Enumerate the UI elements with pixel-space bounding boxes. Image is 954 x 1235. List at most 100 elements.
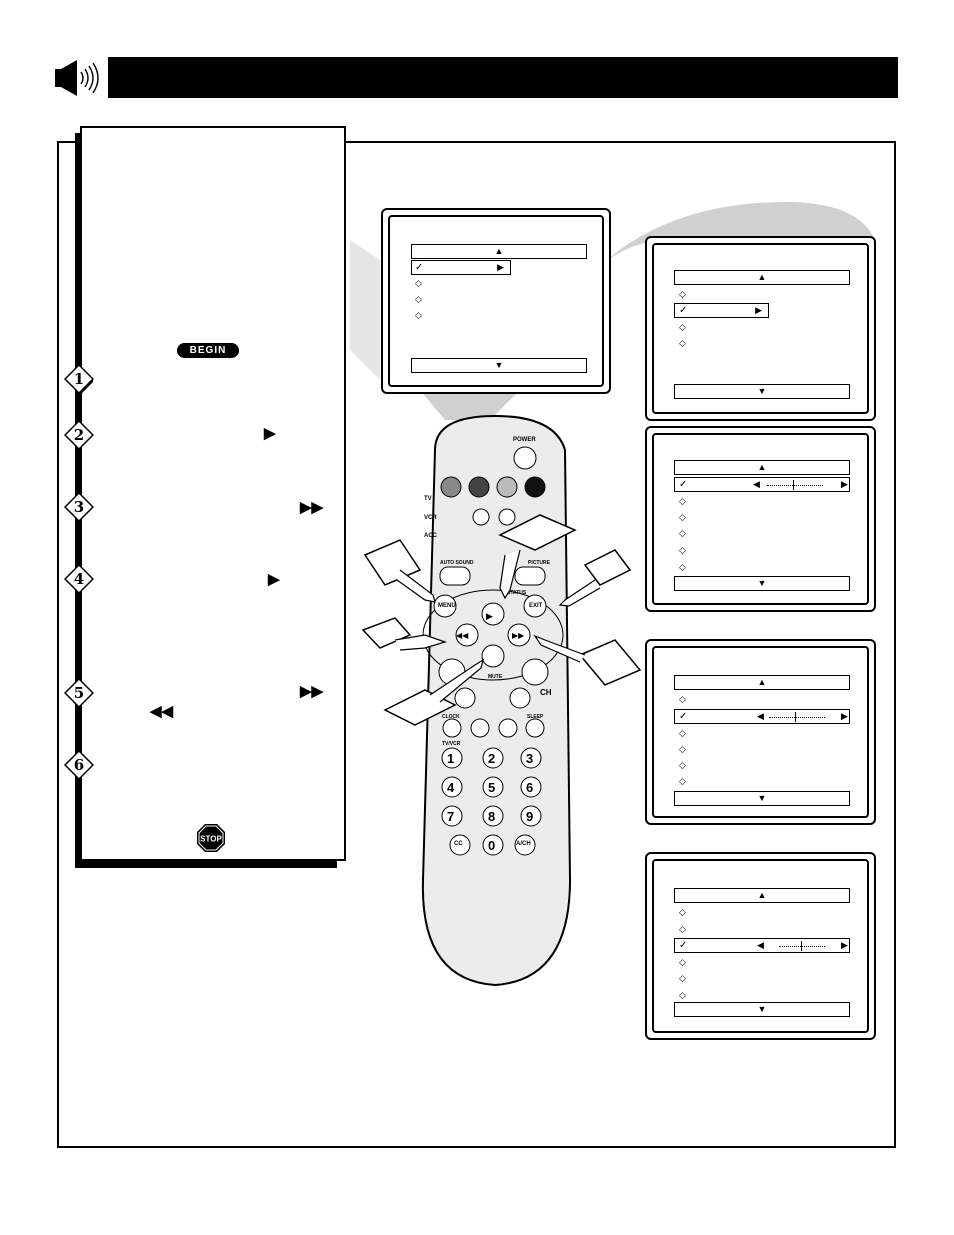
key-0[interactable]: 0 [488, 838, 496, 853]
check-icon: ✓ [679, 305, 688, 316]
key-3[interactable]: 3 [526, 751, 534, 766]
slider-right-arrow: ▶ [841, 479, 848, 489]
menu-up-bar[interactable]: ▲ [411, 244, 587, 259]
menu-screen-adjust-2: ▲ ◇ ✓ ◀ ▶ ◇ ◇ ◇ ◇ ▼ [645, 639, 876, 825]
key-5[interactable]: 5 [488, 780, 496, 795]
step-3-marker: 3 [64, 492, 94, 522]
step-number: 3 [74, 498, 84, 516]
diamond-icon: ◇ [679, 338, 686, 348]
diamond-icon: ◇ [679, 907, 686, 917]
slider-track [769, 717, 825, 718]
step-number: 2 [74, 426, 84, 444]
diamond-icon: ◇ [679, 924, 686, 934]
slider-left-arrow: ◀ [757, 940, 764, 950]
key-alt-ch[interactable]: A/CH [516, 841, 531, 847]
key-6[interactable]: 6 [526, 780, 534, 795]
step-6-marker: 6 [64, 750, 94, 780]
pointer-callouts [361, 514, 642, 726]
callout-menu [363, 539, 436, 603]
menu-down-bar[interactable]: ▼ [674, 791, 850, 806]
menu-down-bar[interactable]: ▼ [411, 358, 587, 373]
auto-sound-label: AUTO SOUND [440, 560, 474, 566]
menu-item-selected[interactable]: ▶ [411, 260, 511, 275]
key-7[interactable]: 7 [447, 809, 455, 824]
callout-exit [558, 549, 632, 607]
slider-track [767, 485, 823, 486]
slider-left-arrow: ◀ [757, 711, 764, 721]
diamond-icon: ◇ [679, 728, 686, 738]
stop-sign-icon: STOP [197, 824, 225, 852]
menu-down-bar[interactable]: ▼ [674, 576, 850, 591]
key-9[interactable]: 9 [526, 809, 534, 824]
menu-item-selected[interactable]: ▶ [674, 303, 769, 318]
remote-control [405, 410, 585, 990]
mode-tv-label: TV [424, 496, 432, 502]
key-8[interactable]: 8 [488, 809, 496, 824]
menu-up-bar[interactable]: ▲ [674, 675, 850, 690]
diamond-icon: ◇ [679, 990, 686, 1000]
ch-label: CH [540, 688, 552, 697]
callout-rewind [361, 617, 447, 651]
menu-up-bar[interactable]: ▲ [674, 888, 850, 903]
slider-right-arrow: ▶ [841, 711, 848, 721]
menu-screen-adjust-3: ▲ ◇ ◇ ✓ ◀ ▶ ◇ ◇ ◇ ▼ [645, 852, 876, 1040]
step-5-marker: 5 [64, 678, 94, 708]
content-frame [57, 141, 896, 1148]
tv-vcr-label: TV/VCR [442, 741, 461, 747]
cursor-right-button[interactable]: ▶▶ [512, 631, 525, 640]
step-2-marker: 2 [64, 420, 94, 450]
diamond-icon: ◇ [415, 294, 422, 304]
mode-acc-label: ACC [424, 533, 437, 539]
menu-down-bar[interactable]: ▼ [674, 384, 850, 399]
play-glyph: ▶ [268, 571, 280, 588]
header-bar [108, 57, 898, 98]
slider-track [779, 946, 825, 947]
diamond-icon: ◇ [679, 776, 686, 786]
fast-forward-glyph: ▶▶ [300, 499, 324, 516]
menu-slider-row[interactable] [674, 938, 850, 953]
rewind-glyph: ◀◀ [150, 703, 174, 720]
step-1-marker: 1 [64, 364, 94, 394]
slider-thumb [801, 941, 802, 951]
check-icon: ✓ [679, 479, 688, 490]
diamond-icon: ◇ [679, 289, 686, 299]
check-icon: ✓ [679, 711, 688, 722]
key-2[interactable]: 2 [488, 751, 496, 766]
power-label: POWER [513, 437, 536, 443]
key-1[interactable]: 1 [447, 751, 455, 766]
menu-slider-row[interactable] [674, 709, 850, 724]
menu-screen-main: ▲ ✓ ▶ ◇ ◇ ◇ ▼ [381, 208, 611, 394]
diamond-icon: ◇ [679, 973, 686, 983]
slider-thumb [793, 480, 794, 490]
diamond-icon: ◇ [679, 694, 686, 704]
clock-button[interactable]: CLOCK [442, 714, 460, 720]
diamond-icon: ◇ [679, 322, 686, 332]
menu-button[interactable]: MENU [438, 603, 456, 609]
step-number: 6 [74, 756, 84, 774]
power-button[interactable] [519, 447, 541, 469]
begin-badge: BEGIN [177, 343, 239, 358]
cursor-up-button[interactable]: ▶ [486, 611, 493, 621]
menu-down-bar[interactable]: ▼ [674, 1002, 850, 1017]
menu-slider-row[interactable] [674, 477, 850, 492]
slider-thumb [795, 712, 796, 722]
projection-beams [350, 201, 875, 420]
diamond-icon: ◇ [415, 278, 422, 288]
sleep-button[interactable]: SLEEP [527, 714, 544, 720]
menu-up-bar[interactable]: ▲ [674, 270, 850, 285]
cursor-left-button[interactable]: ◀◀ [456, 631, 469, 640]
diamond-icon: ◇ [679, 744, 686, 754]
slider-left-arrow: ◀ [753, 479, 760, 489]
mute-button[interactable]: MUTE [488, 674, 503, 680]
callout-fast-forward [533, 634, 642, 686]
menu-up-bar[interactable]: ▲ [674, 460, 850, 475]
speaker-icon [55, 60, 107, 96]
play-glyph: ▶ [264, 425, 276, 442]
diamond-icon: ◇ [415, 310, 422, 320]
exit-button[interactable]: EXIT [529, 603, 543, 609]
menu-screen-adjust-1: ▲ ✓ ◀ ▶ ◇ ◇ ◇ ◇ ◇ ▼ [645, 426, 876, 612]
step-number: 1 [74, 370, 84, 388]
key-cc[interactable]: CC [454, 841, 463, 847]
key-4[interactable]: 4 [447, 780, 455, 795]
mode-vcr-label: VCR [424, 515, 437, 521]
